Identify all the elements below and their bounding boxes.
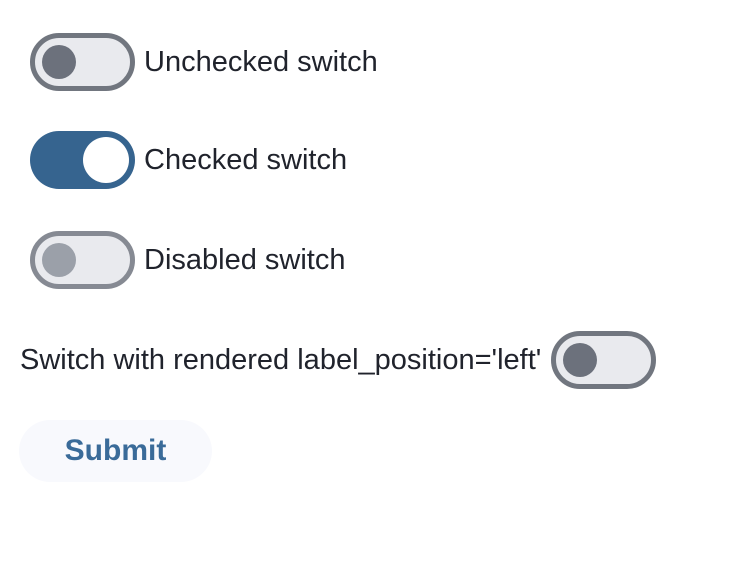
switch-row-disabled: Disabled switch <box>30 231 345 289</box>
switch-thumb <box>563 343 598 377</box>
switch-row-checked: Checked switch <box>30 131 347 189</box>
switch-row-label-left: Switch with rendered label_position='lef… <box>20 331 657 389</box>
switch-thumb <box>83 137 129 183</box>
label-left-switch-label: Switch with rendered label_position='lef… <box>20 343 542 376</box>
switch-row-unchecked: Unchecked switch <box>30 33 378 91</box>
checked-switch[interactable] <box>30 131 135 189</box>
switch-thumb <box>42 243 76 277</box>
unchecked-switch-label: Unchecked switch <box>144 45 378 78</box>
switch-thumb <box>42 45 76 79</box>
disabled-switch-label: Disabled switch <box>144 243 346 276</box>
label-left-switch[interactable] <box>551 331 657 389</box>
unchecked-switch[interactable] <box>30 33 135 91</box>
checked-switch-label: Checked switch <box>144 143 348 176</box>
submit-button[interactable]: Submit <box>19 420 212 482</box>
disabled-switch <box>30 231 135 289</box>
